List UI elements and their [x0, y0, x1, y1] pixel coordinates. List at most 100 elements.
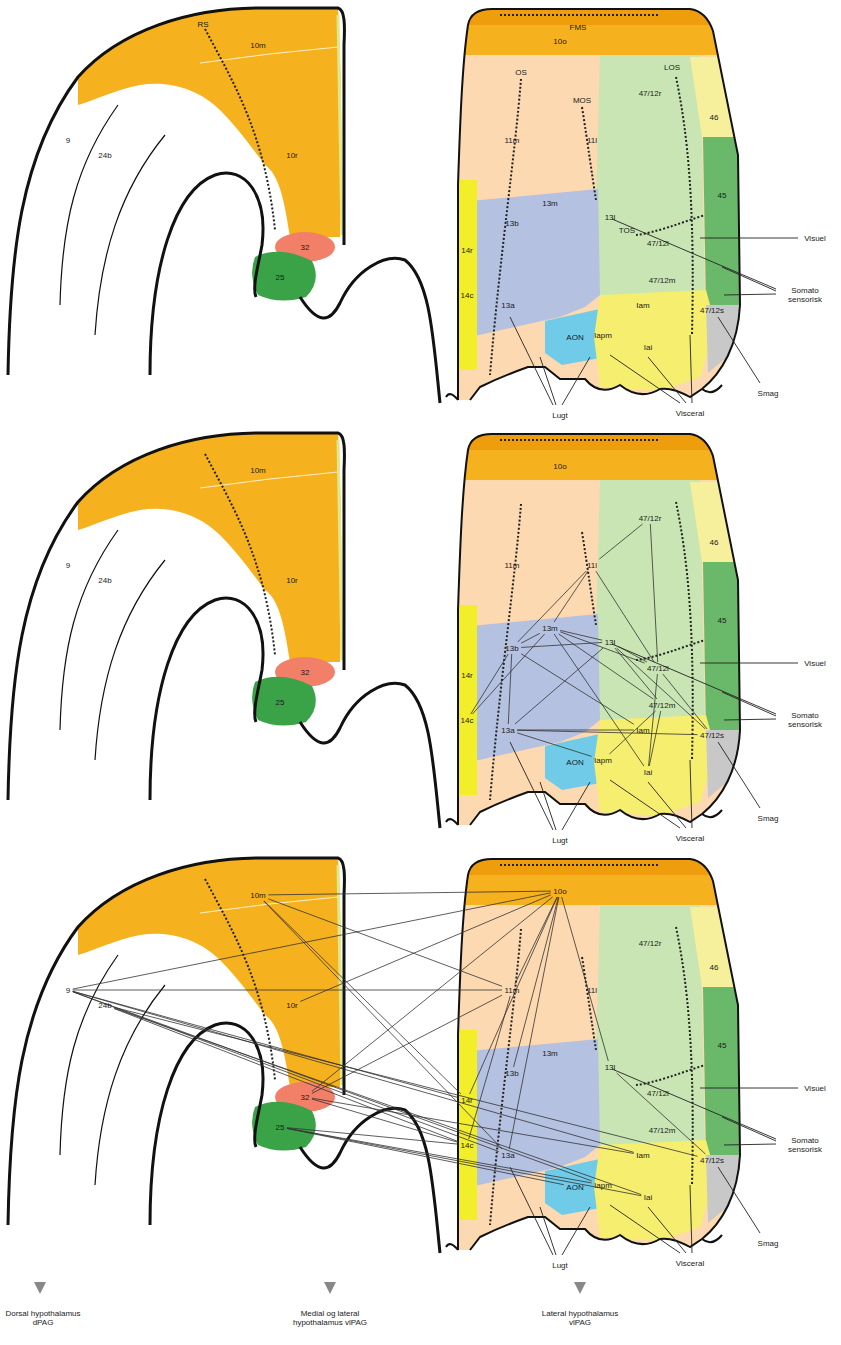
- area-name: 47/12r: [639, 89, 662, 98]
- area-label: Iai: [643, 768, 653, 777]
- modality-label: Lugt: [552, 411, 568, 420]
- area-label: 10r: [285, 576, 299, 585]
- panel: [8, 855, 798, 1255]
- area-label: 47/12r: [638, 89, 663, 98]
- area-name: Iapm: [594, 331, 612, 340]
- connection-line: [114, 1008, 641, 1194]
- modality-label: Lugt: [552, 1261, 568, 1270]
- area-name: 46: [710, 963, 719, 972]
- area-name: 45: [718, 191, 727, 200]
- connection-line: [264, 901, 502, 1149]
- connection-line: [73, 992, 592, 1181]
- area-name: 14c: [461, 1141, 474, 1150]
- area-name: 47/12s: [700, 731, 724, 740]
- connection-line: [73, 991, 634, 1152]
- area-label: 47/12s: [699, 1156, 725, 1165]
- connection-line: [518, 571, 586, 642]
- area-label: 47/12s: [699, 306, 725, 315]
- connection-line: [562, 897, 609, 1061]
- area-name: Iai: [644, 1193, 652, 1202]
- connection-line: [268, 891, 551, 895]
- area-label: 10m: [249, 41, 267, 50]
- area-label: 32: [300, 243, 311, 252]
- modality-label: Visuel: [804, 1084, 826, 1093]
- area-label: Iam: [635, 301, 650, 310]
- area-name: 47/12s: [700, 1156, 724, 1165]
- connection-line: [618, 646, 647, 662]
- area-label: 32: [300, 1093, 311, 1102]
- area-label: 14r: [460, 671, 474, 680]
- area-name: 47/12l: [647, 1089, 669, 1098]
- area-label: AON: [565, 1183, 584, 1192]
- area-label: 11l: [586, 561, 598, 570]
- area-name: 32: [301, 243, 310, 252]
- connection-line: [514, 897, 559, 1067]
- area-name: 45: [718, 1041, 727, 1050]
- area-name: 46: [710, 538, 719, 547]
- area-name: 13b: [505, 644, 518, 653]
- area-label: 47/12r: [638, 939, 663, 948]
- connection-line: [509, 897, 559, 1149]
- sulcus-label: TOS: [619, 226, 635, 235]
- modality-label: Lugt: [552, 836, 568, 845]
- connection-line: [114, 1007, 697, 1156]
- area-name: 9: [66, 986, 70, 995]
- connection-line: [609, 711, 655, 754]
- area-name: 11l: [587, 136, 597, 145]
- area-name: 13l: [605, 638, 616, 647]
- sulcus-label: LOS: [664, 63, 680, 72]
- area-label: 10o: [552, 462, 567, 471]
- area-name: 13a: [501, 726, 514, 735]
- area-name: 13l: [605, 1063, 616, 1072]
- area-name: Iam: [636, 1151, 649, 1160]
- area-label: 13a: [500, 726, 515, 735]
- arrow-marker: [574, 1282, 586, 1294]
- connection-line: [73, 991, 459, 1097]
- area-label: 9: [65, 986, 71, 995]
- area-name: 47/12m: [649, 1126, 676, 1135]
- area-name: AON: [566, 758, 583, 767]
- connection-line: [287, 1128, 458, 1144]
- area-label: 13l: [604, 1063, 617, 1072]
- area-label: 47/12l: [646, 664, 670, 673]
- area-name: 10r: [286, 576, 298, 585]
- modality-label: Visuel: [804, 659, 826, 668]
- area-label: 10o: [552, 887, 567, 896]
- area-label: 10m: [249, 891, 267, 900]
- area-label: 46: [709, 538, 720, 547]
- connection-line: [287, 1128, 592, 1183]
- area-name: 13b: [505, 1069, 518, 1078]
- area-label: 47/12m: [648, 276, 677, 285]
- area-label: 25: [275, 273, 286, 282]
- area-label: 10o: [552, 37, 567, 46]
- area-label: 47/12s: [699, 731, 725, 740]
- area-name: 14c: [461, 716, 474, 725]
- area-label: 47/12m: [648, 701, 677, 710]
- area-label: 11l: [586, 136, 598, 145]
- area-name: 10o: [553, 37, 566, 46]
- area-label: 24b: [97, 576, 112, 585]
- area-name: 10m: [250, 466, 266, 475]
- area-label: 32: [300, 668, 311, 677]
- area-label: 13b: [504, 644, 519, 653]
- target-label: Dorsal hypothalamus dPAG: [3, 1309, 83, 1327]
- arrow-marker: [34, 1282, 46, 1294]
- area-name: 13m: [542, 199, 558, 208]
- area-label: 46: [709, 113, 720, 122]
- connection-line: [560, 630, 602, 640]
- area-name: 45: [718, 616, 727, 625]
- connection-line: [617, 1073, 706, 1154]
- area-name: 47/12r: [639, 514, 662, 523]
- area-name: 14r: [461, 1096, 473, 1105]
- connection-line: [508, 654, 511, 724]
- area-label: 14c: [460, 1141, 475, 1150]
- area-label: 13b: [504, 1069, 519, 1078]
- area-name: 13b: [505, 219, 518, 228]
- area-name: 11l: [587, 561, 597, 570]
- connection-line: [599, 524, 642, 559]
- area-label: 24b: [97, 1001, 112, 1010]
- area-label: 13a: [500, 1151, 515, 1160]
- area-name: 47/12l: [647, 664, 669, 673]
- area-name: 10r: [286, 1001, 298, 1010]
